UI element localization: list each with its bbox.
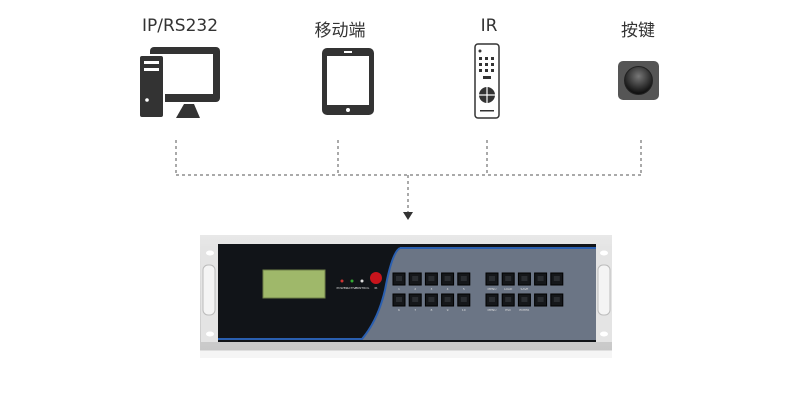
panel-button-label: 2 (414, 287, 416, 291)
button-face (537, 276, 544, 281)
ir-receiver (370, 272, 382, 284)
button-face (505, 276, 512, 281)
panel-button-label: MENU (488, 308, 497, 312)
connector-lines (175, 140, 642, 212)
button-face (444, 276, 451, 281)
power-led (340, 279, 344, 283)
indicator-label: CONTROL (355, 286, 370, 290)
indicator-label: IR (375, 286, 378, 290)
matrix-controller-device: POWER ACTIVE CONTROL IR (200, 235, 612, 358)
button-face (412, 276, 419, 281)
button-face (412, 297, 419, 302)
panel-button-label: 10 (462, 308, 466, 312)
button-face (521, 276, 528, 281)
panel-button-label: 8 (430, 308, 432, 312)
button-face (444, 297, 451, 302)
source-label-mobile: 移动端 (314, 21, 366, 41)
source-label-ip-rs232: IP/RS232 (141, 16, 219, 36)
panel-grey-section (362, 249, 596, 340)
panel-button-label: ESC (505, 308, 511, 312)
panel-button-label: SAVE (521, 287, 529, 291)
arrow-down-icon (403, 212, 413, 220)
panel-button-label: 6 (398, 308, 400, 312)
lcd-display (262, 269, 326, 299)
control-led (360, 279, 364, 283)
button-face (460, 297, 467, 302)
desktop-computer-icon (138, 47, 220, 119)
button-face (396, 297, 402, 302)
panel-button-label: LOAD (504, 287, 513, 291)
source-label-ir: IR (480, 16, 498, 36)
button-face (428, 276, 435, 281)
button-face (460, 276, 467, 281)
button-face (489, 276, 495, 281)
handle-left (202, 264, 216, 316)
button-face (553, 276, 560, 281)
handle-right (597, 264, 611, 316)
panel-button-label: 5 (463, 287, 465, 291)
panel-button-label: 1 (398, 287, 400, 291)
button-face (537, 297, 544, 302)
button-face (553, 297, 560, 302)
panel-button-label: 3 (430, 287, 432, 291)
button-face (396, 276, 402, 281)
panel-button-label: MENU (488, 287, 497, 291)
panel-button-label: 4 (447, 287, 449, 291)
tablet-icon (322, 48, 374, 115)
button-face (489, 297, 495, 302)
panel-button-label: ENTER (519, 308, 529, 312)
source-label-button: 按键 (621, 21, 655, 41)
push-button-icon (618, 61, 659, 100)
button-face (428, 297, 435, 302)
button-face (505, 297, 512, 302)
panel-button-label: 9 (447, 308, 449, 312)
remote-control-icon (474, 43, 500, 119)
indicator-label: ACTIVE (347, 286, 358, 290)
indicator-label: POWER (336, 286, 347, 290)
active-led (350, 279, 354, 283)
panel-button-label: 7 (414, 308, 416, 312)
button-face (521, 297, 528, 302)
